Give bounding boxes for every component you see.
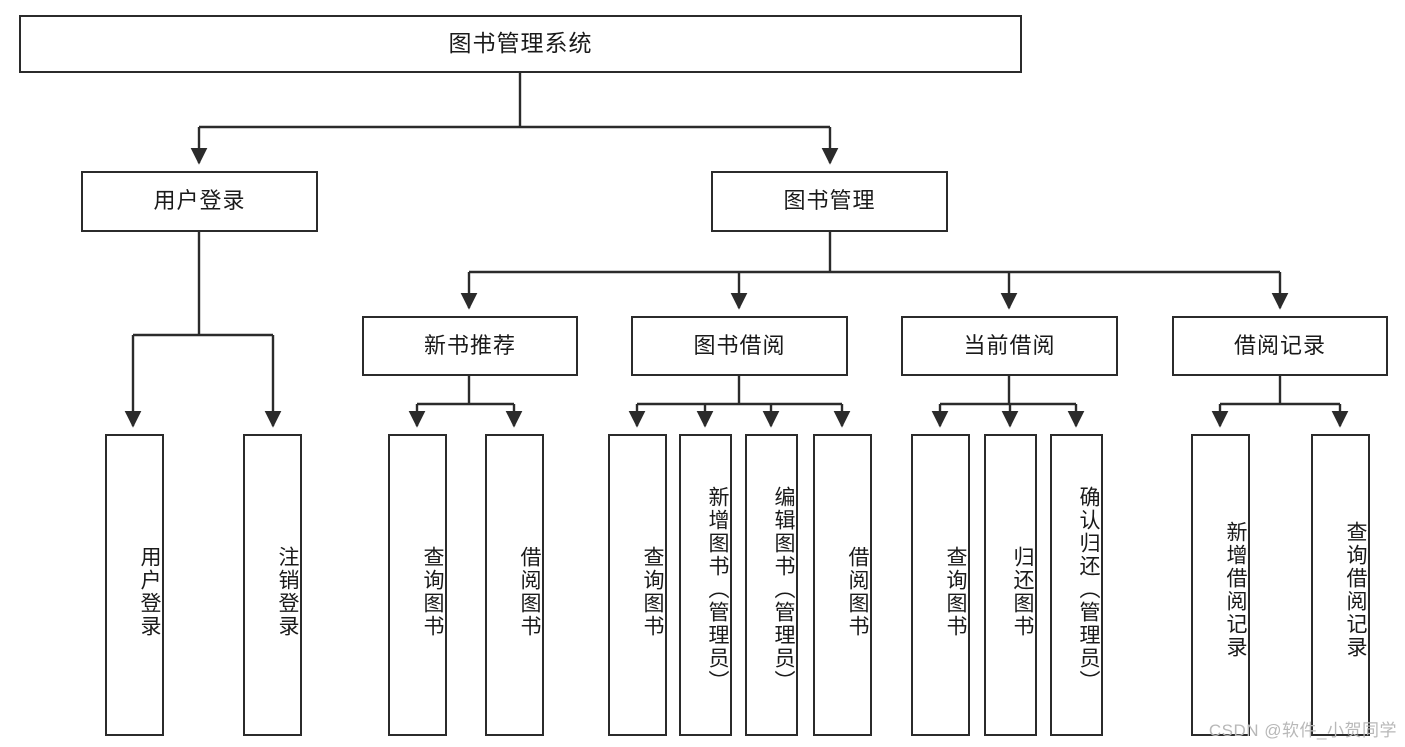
node-label: 确认归还（管理员） [1077,485,1100,693]
node-label: 借阅图书 [846,546,869,638]
watermark-text: CSDN @软件_小贺同学 [1208,721,1397,740]
node-leaf-borrow-book-1[interactable]: 借阅图书 [485,434,544,736]
node-label: 图书管理 [783,188,876,214]
node-book-manage[interactable]: 图书管理 [711,171,948,232]
node-label: 图书管理系统 [448,30,593,57]
node-leaf-add-book[interactable]: 新增图书（管理员） [679,434,732,736]
node-current-borrow[interactable]: 当前借阅 [901,316,1118,376]
node-leaf-user-login[interactable]: 用户登录 [105,434,164,736]
node-leaf-return-book[interactable]: 归还图书 [984,434,1037,736]
node-root-book-management-system[interactable]: 图书管理系统 [19,15,1022,73]
node-book-borrow[interactable]: 图书借阅 [631,316,848,376]
node-label: 借阅记录 [1233,332,1326,358]
node-new-book-recommend[interactable]: 新书推荐 [362,316,578,376]
node-leaf-query-book-1[interactable]: 查询图书 [388,434,447,736]
node-user-login[interactable]: 用户登录 [81,171,318,232]
node-label: 当前借阅 [963,332,1056,358]
node-leaf-edit-book[interactable]: 编辑图书（管理员） [745,434,798,736]
node-label: 查询图书 [944,546,967,638]
node-leaf-query-book-3[interactable]: 查询图书 [911,434,970,736]
node-label: 归还图书 [1011,546,1034,638]
node-label: 编辑图书（管理员） [772,485,795,693]
node-label: 查询图书 [421,546,444,638]
node-label: 借阅图书 [518,546,541,638]
node-leaf-borrow-book-2[interactable]: 借阅图书 [813,434,872,736]
node-label: 新增借阅记录 [1224,521,1247,659]
node-label: 新增图书（管理员） [706,485,729,693]
node-borrow-record[interactable]: 借阅记录 [1172,316,1388,376]
node-label: 查询图书 [641,546,664,638]
node-label: 新书推荐 [423,332,516,358]
node-label: 注销登录 [276,546,299,638]
node-leaf-confirm-return[interactable]: 确认归还（管理员） [1050,434,1103,736]
node-label: 用户登录 [138,546,161,638]
node-leaf-query-book-2[interactable]: 查询图书 [608,434,667,736]
node-leaf-query-record[interactable]: 查询借阅记录 [1311,434,1370,736]
node-label: 图书借阅 [693,332,786,358]
node-leaf-add-record[interactable]: 新增借阅记录 [1191,434,1250,736]
node-label: 用户登录 [153,188,246,214]
node-label: 查询借阅记录 [1344,521,1367,659]
node-leaf-logout[interactable]: 注销登录 [243,434,302,736]
